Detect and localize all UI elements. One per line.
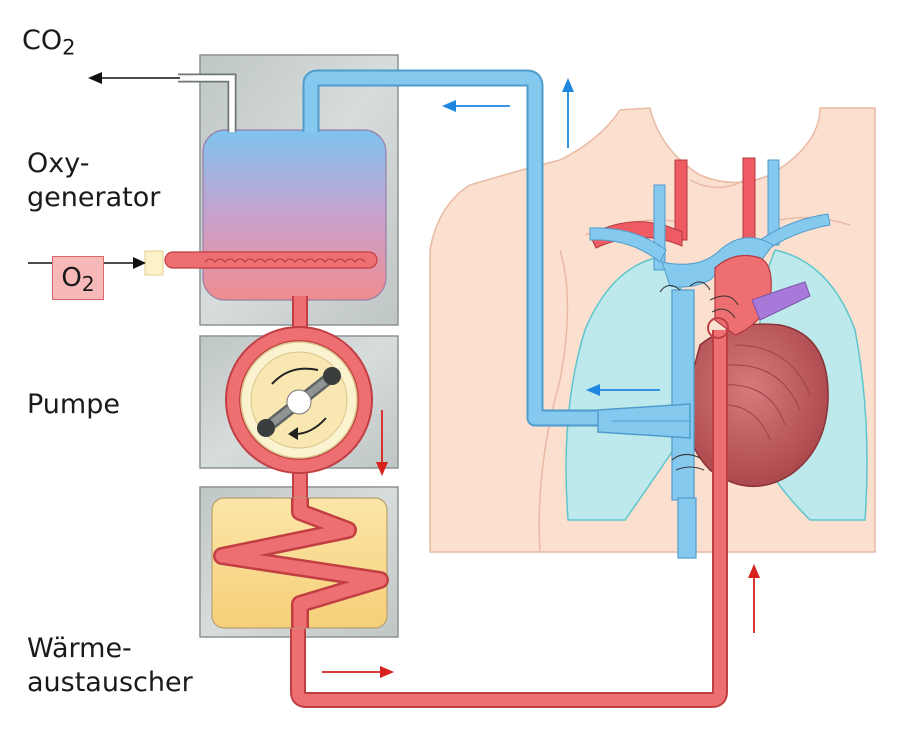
neck-vessels (589, 157, 831, 288)
venous-line (302, 69, 691, 439)
co2-label: CO2 (22, 25, 76, 60)
pump-label: Pumpe (27, 389, 120, 420)
heat-exchanger-label: Wärme- austauscher (27, 633, 193, 698)
co2-arrow-icon (88, 72, 180, 84)
oxygenator-label: Oxy- generator (27, 148, 161, 213)
flow-arrow-icon (322, 78, 760, 678)
rotation-arrow-icon (271, 367, 327, 440)
co2-exhaust-tube (178, 73, 237, 132)
heat-exchanger (211, 497, 389, 629)
o2-input-box: O2 (52, 256, 104, 300)
roller-pump (225, 326, 373, 474)
o2-input-arrow-icon (28, 257, 146, 269)
oxygenator (144, 129, 387, 301)
